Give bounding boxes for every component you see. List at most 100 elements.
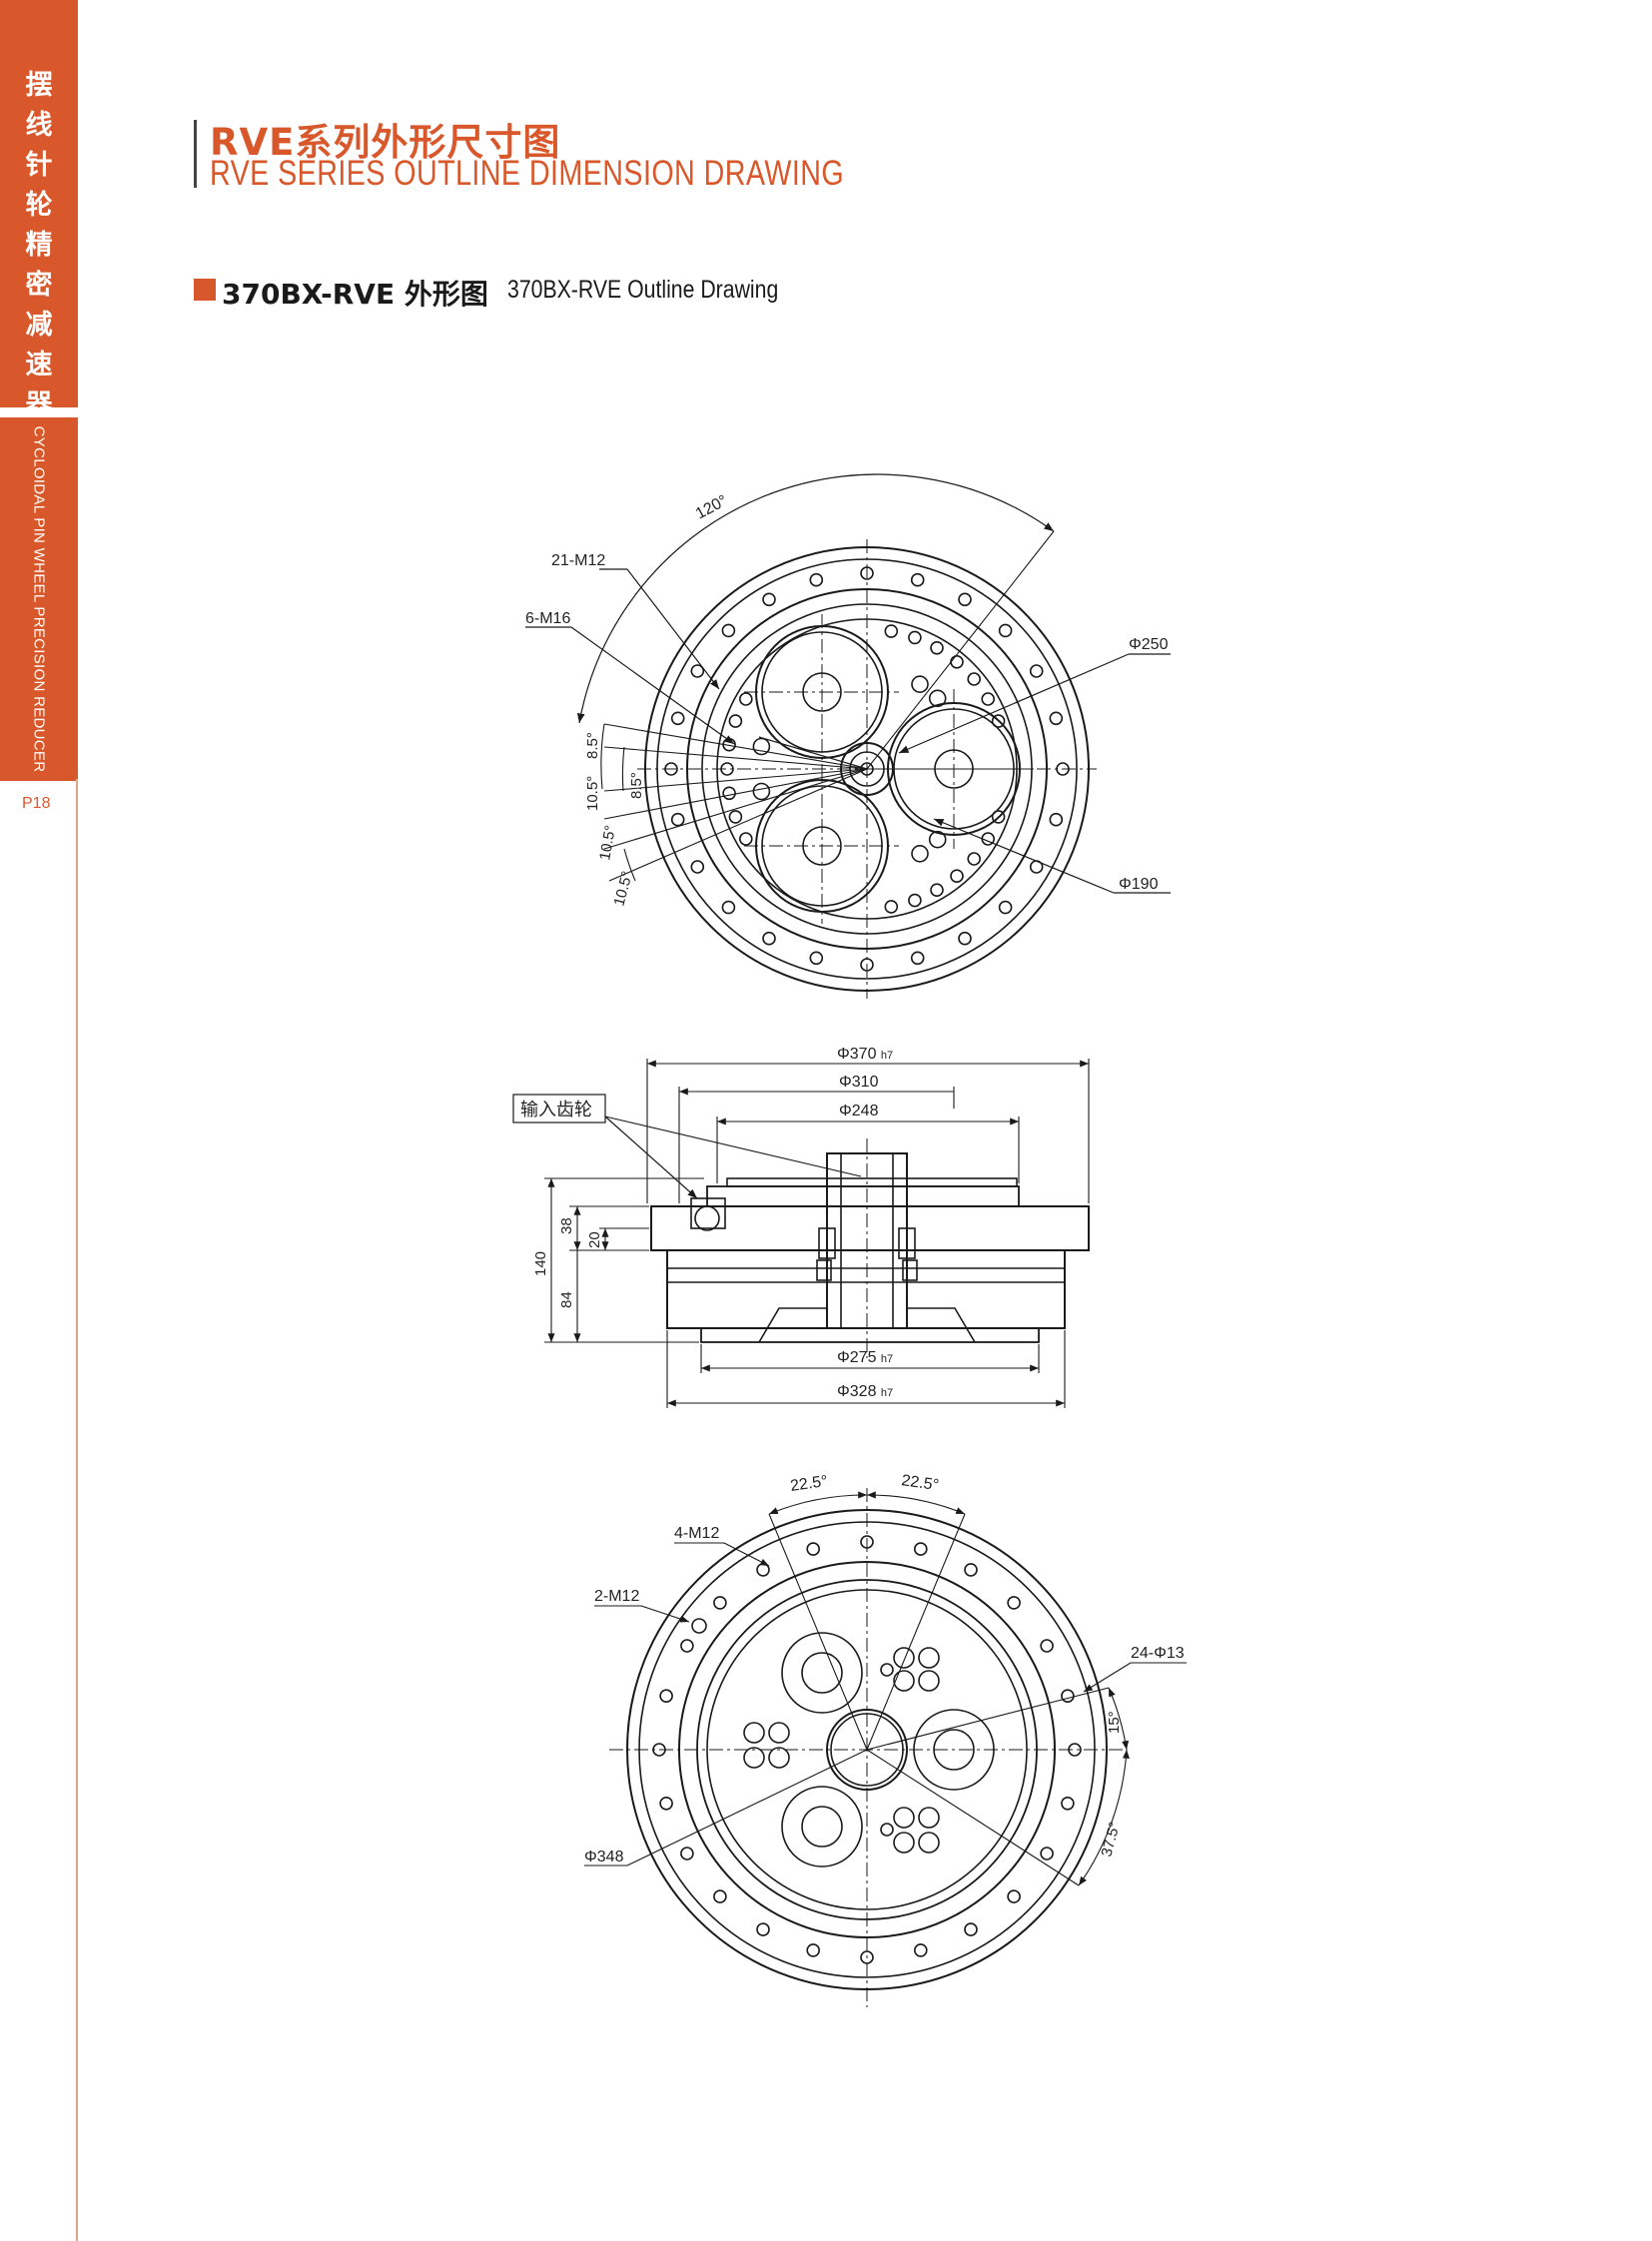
sidebar-divider — [76, 779, 78, 2241]
label-d370: Φ370 h7 — [837, 1046, 893, 1063]
bolt-hole — [998, 900, 1013, 915]
tapped-hole — [691, 1618, 707, 1634]
sidebar-en-block — [0, 417, 78, 781]
section-title-en: 370BX-RVE Outline Drawing — [507, 276, 779, 304]
cluster-hole — [893, 1807, 915, 1829]
rear-pocket — [781, 1786, 863, 1868]
label-21-m12: 21-M12 — [551, 552, 605, 569]
tapped-hole — [884, 900, 899, 914]
rear-view: 22.5° 22.5° 4-M12 2-M12 24-Φ13 15° 37.5°… — [584, 1472, 1187, 2007]
label-d328: Φ328 h7 — [837, 1383, 893, 1400]
tapped-hole — [950, 654, 964, 669]
tapped-hole — [930, 883, 944, 898]
through-hole — [964, 1563, 978, 1577]
sidebar-char: 速 — [25, 350, 53, 380]
bolt-hole — [762, 592, 776, 607]
label-d310: Φ310 — [839, 1074, 879, 1091]
tapped-hole — [738, 832, 753, 846]
tapped-hole — [981, 692, 996, 706]
dim-22-5-left: 22.5° — [789, 1473, 829, 1495]
tapped-hole — [908, 893, 922, 908]
cluster-hole — [880, 1663, 894, 1677]
rear-pocket — [781, 1632, 863, 1714]
bolt-hole — [690, 860, 705, 874]
section-title-cn: 370BX-RVE 外形图 — [222, 278, 488, 311]
page-number: P18 — [22, 795, 51, 812]
front-view: 120° 21-M12 6-M16 Φ250 Φ190 8.5° 8.5° 10… — [525, 473, 1171, 999]
dim-120: 120° — [693, 492, 730, 523]
tapped-hole — [950, 869, 964, 884]
through-hole — [1040, 1847, 1054, 1861]
bolt-hole — [910, 951, 925, 966]
bolt-hole — [998, 623, 1013, 638]
side-view: 输入齿轮 Φ370 h7 Φ310 Φ248 140 38 20 84 Φ275… — [512, 1046, 1090, 1408]
through-hole — [756, 1563, 770, 1577]
dim-10-5-c: 10.5° — [610, 870, 636, 908]
cluster-hole — [918, 1807, 940, 1829]
bolt-hole — [721, 900, 736, 915]
through-hole — [659, 1797, 673, 1811]
sidebar: 摆 线 针 轮 精 密 减 速 器 CYCLOIDAL PIN WHEEL PR… — [0, 0, 78, 2241]
through-hole — [680, 1639, 694, 1653]
label-d275: Φ275 h7 — [837, 1349, 893, 1366]
dim-140: 140 — [532, 1251, 549, 1276]
bolt-hole — [809, 572, 824, 587]
through-hole — [713, 1596, 727, 1610]
through-hole — [806, 1542, 821, 1556]
tapped-hole — [908, 630, 922, 645]
label-24-d13: 24-Φ13 — [1131, 1645, 1185, 1662]
through-hole — [1007, 1596, 1021, 1610]
bolt-hole — [809, 951, 824, 966]
sidebar-title-block — [0, 0, 78, 407]
bolt-hole — [762, 931, 776, 946]
cluster-hole — [893, 1647, 915, 1669]
tapped-hole — [752, 782, 771, 801]
cluster-hole — [918, 1670, 940, 1692]
tapped-hole — [991, 810, 1006, 824]
tapped-hole — [967, 672, 982, 686]
title-bar — [194, 120, 197, 188]
tapped-hole — [752, 737, 771, 756]
tapped-hole — [911, 844, 929, 863]
tapped-hole — [884, 624, 899, 638]
through-hole — [1040, 1639, 1054, 1653]
dim-10-5-a: 10.5° — [584, 776, 601, 811]
cluster-hole — [743, 1722, 765, 1744]
bolt-hole — [910, 572, 925, 587]
sidebar-char: 精 — [25, 230, 53, 261]
dim-15: 15° — [1106, 1711, 1123, 1734]
dim-8-5-outer: 8.5° — [584, 732, 601, 759]
label-4-m12: 4-M12 — [674, 1525, 719, 1542]
dim-20: 20 — [586, 1231, 603, 1248]
cluster-hole — [893, 1670, 915, 1692]
bolt-hole — [958, 592, 972, 607]
cluster-hole — [918, 1647, 940, 1669]
through-hole — [1007, 1889, 1021, 1903]
bolt-hole — [721, 623, 736, 638]
bolt-hole — [670, 711, 685, 726]
label-6-m16: 6-M16 — [525, 610, 570, 627]
through-hole — [913, 1943, 928, 1957]
cluster-hole — [768, 1747, 790, 1769]
sidebar-char: 针 — [25, 150, 53, 181]
sidebar-char: 摆 — [25, 70, 53, 101]
sidebar-char: 线 — [25, 110, 53, 141]
through-hole — [659, 1689, 673, 1703]
dim-84: 84 — [558, 1291, 575, 1308]
tapped-hole — [911, 675, 929, 694]
bolt-hole — [670, 812, 685, 827]
dim-38: 38 — [558, 1217, 575, 1234]
label-input-gear: 输入齿轮 — [520, 1100, 592, 1120]
label-d190: Φ190 — [1119, 876, 1159, 893]
through-hole — [713, 1889, 727, 1903]
sidebar-char: 器 — [25, 389, 53, 420]
tapped-hole — [930, 640, 944, 655]
cluster-hole — [918, 1832, 940, 1854]
through-hole — [913, 1542, 928, 1556]
tapped-hole — [722, 786, 736, 801]
page-title-en: RVE SERIES OUTLINE DIMENSION DRAWING — [210, 154, 845, 193]
tapped-hole — [728, 714, 743, 728]
through-hole — [680, 1847, 694, 1861]
through-hole — [964, 1922, 978, 1936]
